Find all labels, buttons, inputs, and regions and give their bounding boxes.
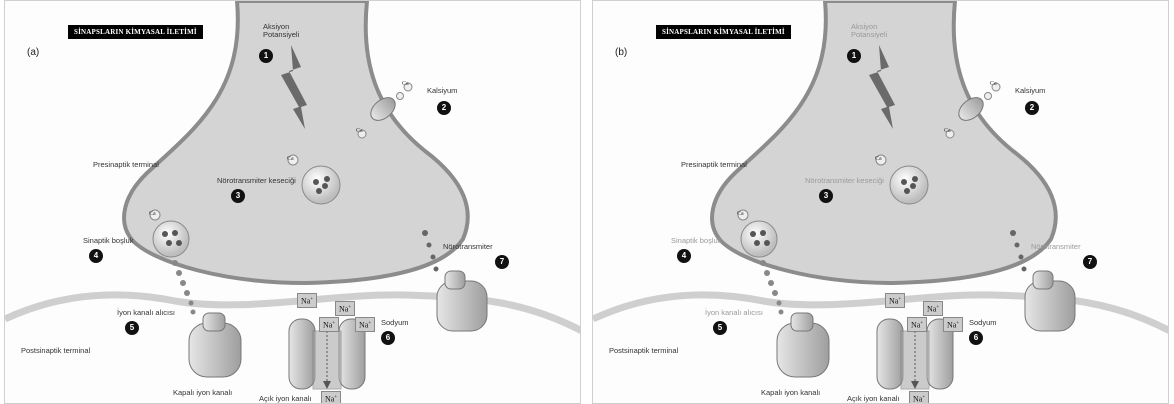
label-neurotransmitter: Nörotransmiter — [443, 243, 493, 251]
calcium-ion-label: Ca — [402, 81, 409, 87]
step-4-badge: 4 — [89, 249, 103, 263]
panel-letter: (b) — [615, 47, 627, 58]
neurotransmitter-receptor — [437, 271, 487, 331]
sodium-ion: Na+ — [319, 317, 339, 332]
step-2-badge: 2 — [437, 101, 451, 115]
step-3-badge: 3 — [819, 189, 833, 203]
panel-letter: (a) — [27, 47, 39, 58]
step-5-badge: 5 — [125, 321, 139, 335]
sodium-ion: Na+ — [335, 301, 355, 316]
label-sodium: Sodyum — [969, 319, 997, 327]
label-postsynaptic: Postsinaptik terminal — [21, 347, 90, 355]
sodium-ion: Na+ — [943, 317, 963, 332]
step-5-badge: 5 — [713, 321, 727, 335]
neurotransmitter-vesicle — [302, 166, 340, 204]
calcium-ion-label: Ca — [990, 81, 997, 87]
label-calcium: Kalsiyum — [1015, 87, 1045, 95]
label-action-potential: Aksiyon Potansiyeli — [263, 23, 299, 39]
calcium-ion-label-2: Ca — [944, 128, 951, 134]
step-3-badge: 3 — [231, 189, 245, 203]
step-2-badge: 2 — [1025, 101, 1039, 115]
fused-vesicle — [153, 221, 189, 257]
panel-a-illustration — [5, 1, 581, 404]
label-synaptic-cleft: Sinaptik boşluk — [671, 237, 721, 245]
calcium-ion-label-2: Ca — [356, 128, 363, 134]
label-open-channel: Açık iyon kanalı — [847, 395, 900, 403]
neurotransmitter-vesicle — [890, 166, 928, 204]
calcium-ion-label-4: Ca — [149, 211, 156, 217]
sodium-ion: Na+ — [907, 317, 927, 332]
step-7-badge: 7 — [1083, 255, 1097, 269]
sodium-ion: Na+ — [355, 317, 375, 332]
step-6-badge: 6 — [969, 331, 983, 345]
label-closed-channel: Kapalı iyon kanalı — [173, 389, 232, 397]
sodium-ion: Na+ — [885, 293, 905, 308]
calcium-ion-label-3: Ca — [875, 156, 882, 162]
label-presynaptic: Presinaptik terminal — [93, 161, 159, 169]
neurotransmitter-receptor — [1025, 271, 1075, 331]
label-calcium: Kalsiyum — [427, 87, 457, 95]
sodium-ion: Na+ — [321, 391, 341, 404]
calcium-ion-label-3: Ca — [287, 156, 294, 162]
step-1-badge: 1 — [259, 49, 273, 63]
figure-title: SİNAPSLARIN KİMYASAL İLETİMİ — [68, 25, 203, 39]
label-presynaptic: Presinaptik terminal — [681, 161, 747, 169]
sodium-ion: Na+ — [909, 391, 929, 404]
label-neurotransmitter: Nörotransmiter — [1031, 243, 1081, 251]
closed-ion-channel — [777, 313, 829, 377]
label-closed-channel: Kapalı iyon kanalı — [761, 389, 820, 397]
step-4-badge: 4 — [677, 249, 691, 263]
label-ion-channel-receptor: İyon kanalı alıcısı — [705, 309, 763, 317]
calcium-ion-label-4: Ca — [737, 211, 744, 217]
label-vesicle: Nörotransmiter keseciği — [805, 177, 884, 185]
step-6-badge: 6 — [381, 331, 395, 345]
panel-b-illustration — [593, 1, 1169, 404]
label-action-potential: Aksiyon Potansiyeli — [851, 23, 887, 39]
figure-title: SİNAPSLARIN KİMYASAL İLETİMİ — [656, 25, 791, 39]
panel-b: SİNAPSLARIN KİMYASAL İLETİMİ (b) Aksiyon… — [592, 0, 1169, 404]
label-vesicle: Nörotransmiter keseciği — [217, 177, 296, 185]
sodium-ion: Na+ — [923, 301, 943, 316]
label-ion-channel-receptor: İyon kanalı alıcısı — [117, 309, 175, 317]
label-synaptic-cleft: Sinaptik boşluk — [83, 237, 133, 245]
label-sodium: Sodyum — [381, 319, 409, 327]
step-7-badge: 7 — [495, 255, 509, 269]
fused-vesicle — [741, 221, 777, 257]
closed-ion-channel — [189, 313, 241, 377]
sodium-ion: Na+ — [297, 293, 317, 308]
step-1-badge: 1 — [847, 49, 861, 63]
label-open-channel: Açık iyon kanalı — [259, 395, 312, 403]
label-postsynaptic: Postsinaptik terminal — [609, 347, 678, 355]
panel-a: SİNAPSLARIN KİMYASAL İLETİMİ (a) Aksiyon… — [4, 0, 581, 404]
